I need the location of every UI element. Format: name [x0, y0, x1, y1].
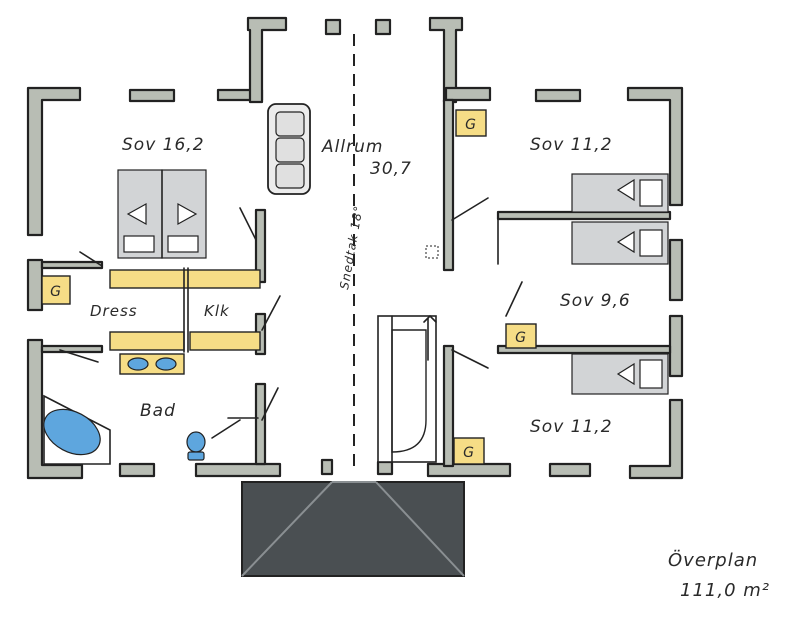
wardrobe-mid-right: G [505, 323, 537, 349]
closets [109, 267, 261, 375]
fixture-marker [425, 245, 439, 259]
room-label-allrum: Allrum [321, 137, 383, 157]
svg-text:G: G [50, 284, 62, 300]
sink-left-icon [127, 357, 149, 371]
staircase [377, 314, 437, 463]
room-label-allrum-area: 30,7 [370, 159, 412, 179]
svg-text:G: G [465, 117, 477, 133]
room-label-sov-bottom-right: Sov 11,2 [530, 417, 613, 437]
plan-title: Överplan [668, 549, 758, 571]
room-label-sov-top-right: Sov 11,2 [530, 135, 613, 155]
toilet-icon [186, 431, 206, 461]
svg-text:G: G [463, 445, 475, 461]
ceiling-note: Snedtak 18° [337, 204, 366, 290]
room-label-sov-mid-right: Sov 9,6 [560, 291, 631, 311]
sofa [267, 103, 311, 195]
bathtub-icon [43, 394, 111, 465]
exterior-walls [26, 16, 684, 480]
room-label-dress: Dress [90, 302, 138, 320]
wardrobe-bottom-right: G [453, 437, 485, 465]
room-label-bad: Bad [140, 401, 176, 421]
single-bed-bottom [571, 353, 669, 395]
double-bed [117, 169, 207, 259]
svg-text:G: G [515, 330, 527, 346]
room-label-sov-master: Sov 16,2 [122, 135, 205, 155]
single-bed-middle [571, 221, 669, 265]
door-swings [59, 197, 523, 439]
single-bed-top [571, 173, 669, 213]
wardrobe-left: G [41, 275, 71, 305]
room-label-klk: Klk [204, 302, 230, 320]
entrance-roof [241, 481, 465, 577]
plan-area: 111,0 m² [680, 580, 770, 601]
sink-right-icon [155, 357, 177, 371]
wardrobe-top-right: G [455, 109, 487, 137]
